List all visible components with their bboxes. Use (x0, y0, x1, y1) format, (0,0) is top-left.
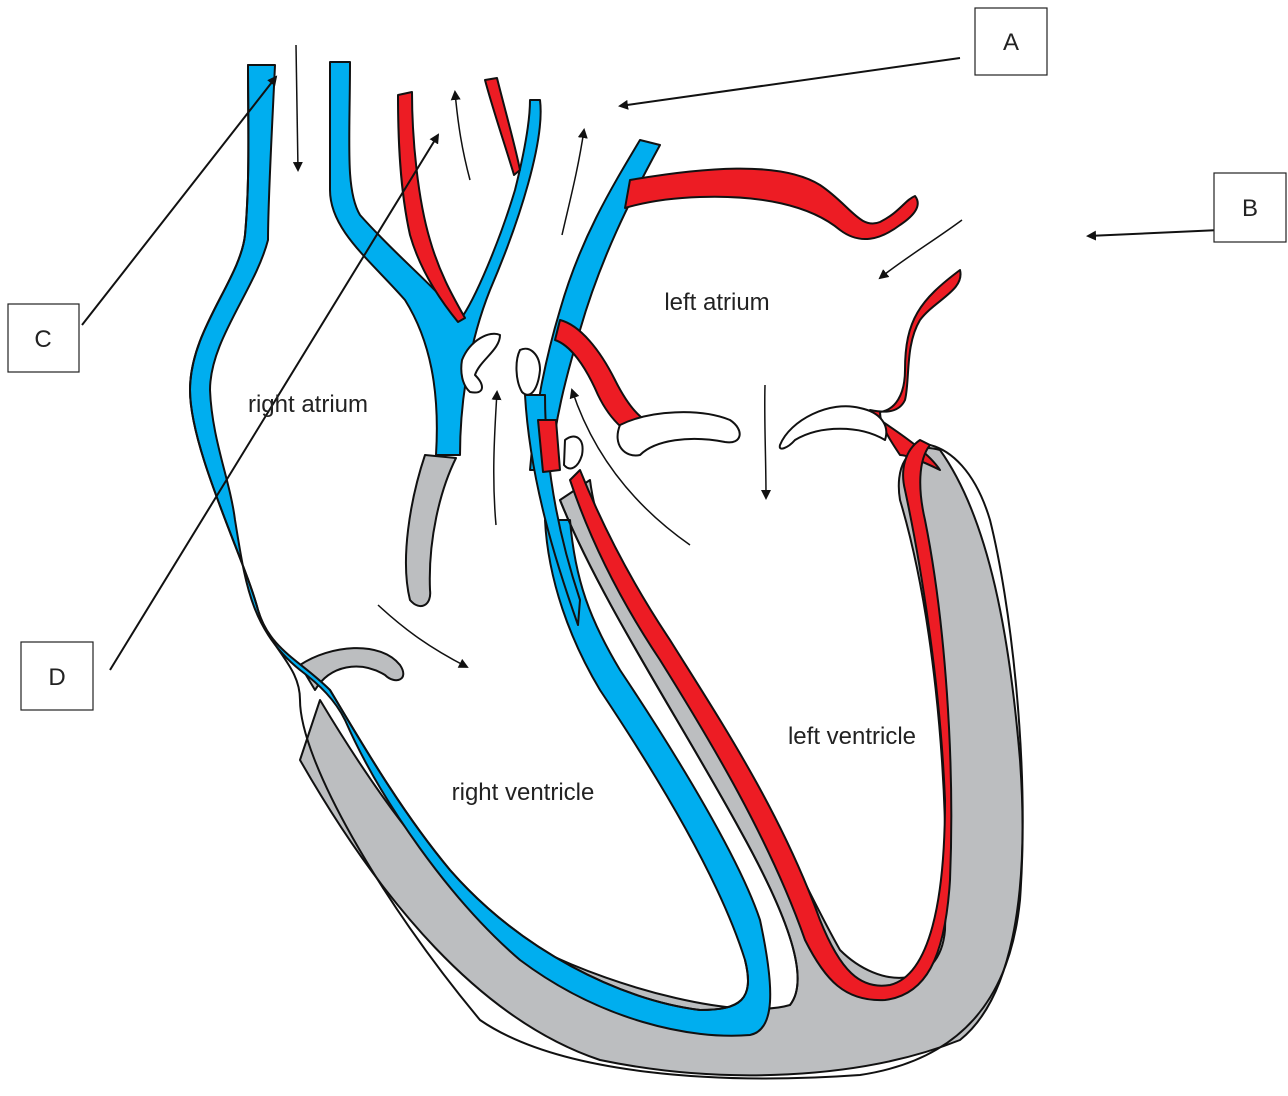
aortic-valve-leaflet (516, 349, 540, 395)
label-box-a: A (975, 8, 1047, 75)
aortic-valve-leaflet-2 (564, 436, 583, 468)
flow-arrow-la-to-lv (765, 385, 766, 498)
left-ventricle-label: left ventricle (788, 723, 916, 750)
aorta-branch-right (485, 78, 520, 175)
label-box-a-text: A (1003, 29, 1019, 56)
aortic-root (538, 420, 560, 472)
flow-arrow-rv-to-pulmonary (494, 392, 497, 525)
flow-arrow-pulmonary-out (455, 92, 470, 180)
flow-arrow-aorta-out (562, 130, 584, 235)
label-box-b: B (1214, 173, 1286, 242)
mitral-valve-leaflet-right (780, 406, 887, 448)
right-atrium-label: right atrium (248, 391, 368, 418)
mitral-valve-leaflet-left (618, 412, 740, 455)
pointer-line-b (1088, 230, 1220, 236)
left-atrium-label: left atrium (664, 289, 769, 316)
superior-vena-cava-wall (190, 65, 770, 1036)
label-box-d: D (21, 642, 93, 710)
pulmonary-vein-upper (625, 169, 918, 239)
label-box-b-text: B (1242, 195, 1258, 222)
flow-arrow-svc (296, 45, 298, 170)
pointer-line-a (620, 58, 960, 106)
atrial-septum-flap (406, 455, 456, 606)
label-box-c-text: C (34, 326, 51, 353)
right-ventricle-label: right ventricle (452, 779, 595, 806)
label-box-d-text: D (48, 664, 65, 691)
label-box-c: C (8, 304, 79, 372)
